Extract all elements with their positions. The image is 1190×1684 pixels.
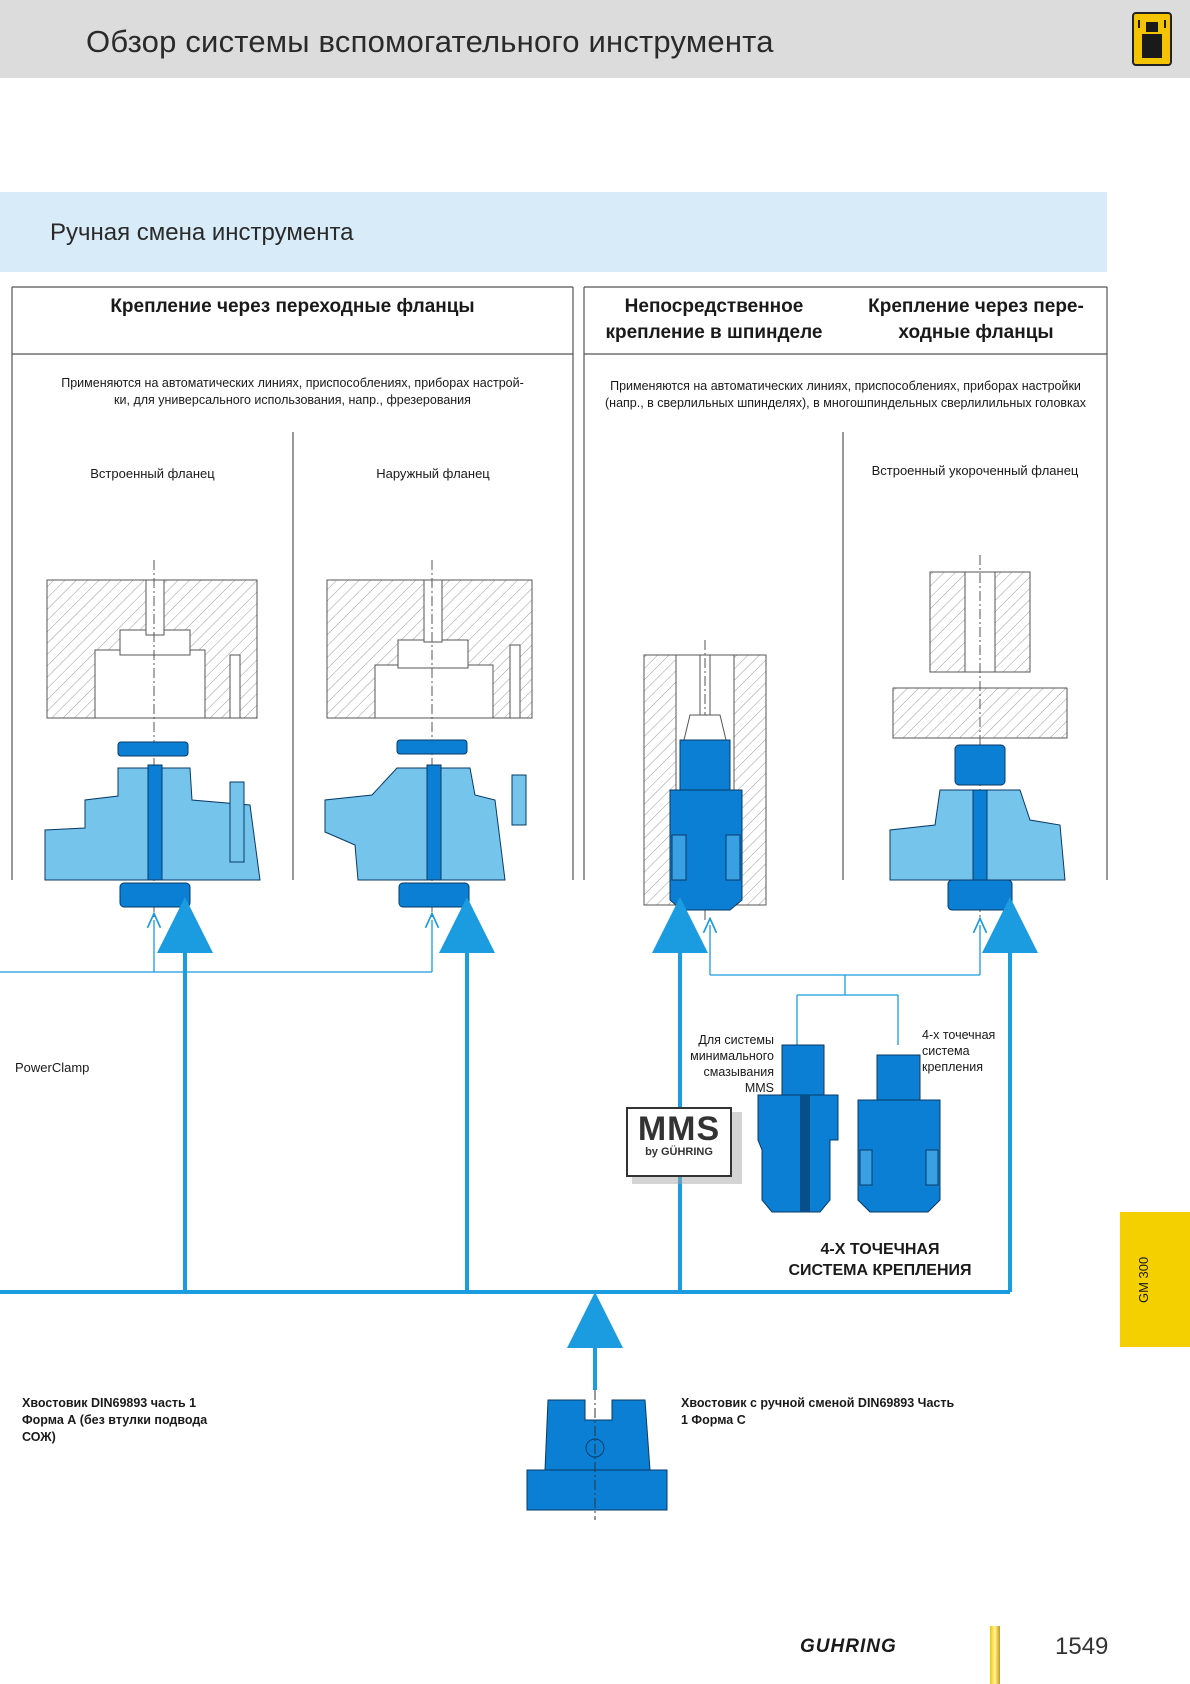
mms-note-line2: минимального	[690, 1049, 774, 1063]
mms-note-line4: MMS	[744, 1081, 774, 1095]
shank-a-line1: Хвостовик DIN69893 часть 1	[22, 1396, 197, 1410]
mms-logo	[626, 1107, 742, 1184]
panel-left-frame	[11, 286, 574, 880]
right-panel-description-line2: (напр., в сверлильных шпинделях), в мног…	[605, 396, 1086, 410]
connector-lines	[0, 920, 980, 1045]
shank-drawing	[526, 1390, 668, 1520]
mms-logo-small: by GÜHRING	[645, 1146, 713, 1158]
spindle-mounting-drawing	[643, 640, 767, 920]
side-tab	[1120, 1212, 1190, 1347]
mms-note-line3: смазывания	[703, 1065, 774, 1079]
shortened-flange-drawing	[889, 555, 1068, 920]
right-panel-heading-flange-line2: ходные фланцы	[898, 322, 1054, 343]
shortened-flange-label: Встроенный укороченный фланец	[871, 463, 1079, 478]
page-title: Обзор системы вспомогательного инструмен…	[86, 24, 774, 59]
four-point-title-line2: СИСТЕМА КРЕПЛЕНИЯ	[788, 1262, 972, 1279]
main-arrows	[0, 897, 1038, 1390]
four-point-note-line3: крепления	[922, 1060, 984, 1074]
section-title: Ручная смена инструмента	[50, 219, 354, 246]
shank-c-line2: 1 Форма С	[681, 1413, 746, 1427]
left-panel-heading: Крепление через переходные фланцы	[110, 296, 475, 317]
mms-logo-big: MMS	[637, 1110, 721, 1148]
external-flange-label: Наружный фланец	[376, 466, 490, 481]
footer-gold-bar	[990, 1626, 1000, 1684]
integrated-flange-drawing	[44, 560, 261, 920]
header-bar	[0, 0, 1190, 78]
shank-a-line2: Форма А (без втулки подвода	[22, 1413, 208, 1427]
right-panel-heading-direct-line2: крепление в шпинделе	[605, 322, 823, 343]
left-panel-description-line1: Применяются на автоматических линиях, пр…	[61, 376, 524, 390]
external-flange-drawing	[324, 560, 533, 920]
side-tab-label: GM 300	[1136, 1256, 1151, 1303]
four-point-note-line1: 4-х точечная	[922, 1028, 996, 1042]
four-point-title-line1: 4-Х ТОЧЕЧНАЯ	[820, 1241, 940, 1258]
right-panel-description-line1: Применяются на автоматических линиях, пр…	[610, 379, 1081, 393]
right-panel-heading-direct-line1: Непосредственное	[624, 296, 804, 317]
right-panel-heading-flange-line1: Крепление через пере-	[868, 296, 1084, 317]
mms-note-line1: Для системы	[698, 1033, 774, 1047]
section-band	[0, 192, 1107, 272]
shank-a-line3: СОЖ)	[22, 1430, 56, 1444]
left-panel-description-line2: ки, для универсального использования, на…	[114, 393, 471, 407]
tool-system-icon	[1132, 12, 1172, 66]
panel-right-frame	[583, 286, 1108, 880]
four-point-note-line2: система	[922, 1044, 970, 1058]
shank-c-line1: Хвостовик с ручной сменой DIN69893 Часть	[681, 1396, 955, 1410]
powerclamp-label: PowerClamp	[15, 1060, 90, 1075]
page-number: 1549	[1055, 1633, 1109, 1660]
four-point-tool-drawing	[857, 1054, 941, 1213]
mms-tool-drawing	[757, 1044, 839, 1213]
integrated-flange-label: Встроенный фланец	[90, 466, 215, 481]
brand-logo: GUHRING	[800, 1636, 897, 1657]
